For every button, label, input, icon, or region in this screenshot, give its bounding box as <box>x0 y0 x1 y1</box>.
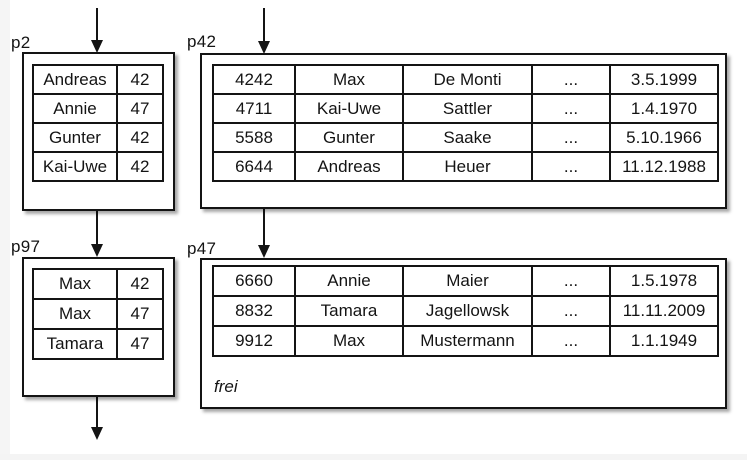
table-row: 6660 Annie Maier ... 1.5.1978 <box>212 265 719 297</box>
arrow-out-of-p97 <box>91 397 103 440</box>
table-cell: ... <box>531 265 611 297</box>
table-cell: Saake <box>402 122 533 153</box>
arrow-line <box>96 8 98 41</box>
page-label-p2: p2 <box>11 33 31 52</box>
table-row: Andreas 42 <box>32 64 164 95</box>
table-cell: 4242 <box>212 64 296 95</box>
page-label-p47: p47 <box>187 239 217 258</box>
table-cell: 47 <box>116 328 164 360</box>
table-row: Gunter 42 <box>32 122 164 153</box>
arrow-head-icon <box>258 245 270 258</box>
table-cell: ... <box>531 151 611 182</box>
arrow-p2-to-p97 <box>91 211 103 257</box>
arrow-line <box>263 8 265 42</box>
page-box-p42: 4242 Max De Monti ... 3.5.1999 4711 Kai-… <box>200 53 727 209</box>
table-cell: 9912 <box>212 325 296 357</box>
table-row: Max 42 <box>32 268 164 300</box>
table-cell: ... <box>531 122 611 153</box>
table-cell: 47 <box>116 93 164 124</box>
table-cell: De Monti <box>402 64 533 95</box>
table-cell: 47 <box>116 298 164 330</box>
table-cell: Kai-Uwe <box>32 151 118 182</box>
page-box-p97: Max 42 Max 47 Tamara 47 <box>22 257 175 397</box>
table-cell: 1.4.1970 <box>609 93 719 124</box>
table-cell: 5588 <box>212 122 296 153</box>
table-cell: Max <box>294 325 404 357</box>
table-cell: 6660 <box>212 265 296 297</box>
table-cell: Annie <box>32 93 118 124</box>
table-cell: Maier <box>402 265 533 297</box>
table-cell: 11.12.1988 <box>609 151 719 182</box>
arrow-line <box>263 209 265 246</box>
table-row: Kai-Uwe 42 <box>32 151 164 182</box>
table-cell: Kai-Uwe <box>294 93 404 124</box>
table-cell: ... <box>531 93 611 124</box>
table-cell: Andreas <box>294 151 404 182</box>
table-cell: Sattler <box>402 93 533 124</box>
table-cell: 5.10.1966 <box>609 122 719 153</box>
page-box-p47: 6660 Annie Maier ... 1.5.1978 8832 Tamar… <box>200 258 727 409</box>
table-row: 4711 Kai-Uwe Sattler ... 1.4.1970 <box>212 93 719 124</box>
table-cell: 8832 <box>212 295 296 327</box>
p97-index-table: Max 42 Max 47 Tamara 47 <box>32 268 164 360</box>
table-cell: Max <box>32 298 118 330</box>
table-cell: ... <box>531 295 611 327</box>
arrow-into-p2 <box>91 8 103 53</box>
arrow-head-icon <box>91 40 103 53</box>
table-cell: 42 <box>116 122 164 153</box>
page-label-p97: p97 <box>11 237 41 256</box>
table-cell: ... <box>531 325 611 357</box>
table-cell: 1.1.1949 <box>609 325 719 357</box>
page-label-p42: p42 <box>187 32 217 51</box>
arrow-into-p42 <box>258 8 270 54</box>
table-cell: Jagellowsk <box>402 295 533 327</box>
table-cell: Max <box>32 268 118 300</box>
arrow-head-icon <box>91 244 103 257</box>
table-cell: 3.5.1999 <box>609 64 719 95</box>
arrow-line <box>96 211 98 245</box>
arrow-head-icon <box>258 41 270 54</box>
slide-margin-bottom <box>0 454 747 460</box>
table-cell: Mustermann <box>402 325 533 357</box>
slide-margin-left <box>0 0 10 460</box>
arrow-line <box>96 397 98 428</box>
table-row: 8832 Tamara Jagellowsk ... 11.11.2009 <box>212 295 719 327</box>
page-box-p2: Andreas 42 Annie 47 Gunter 42 Kai-Uwe 42 <box>22 52 175 211</box>
table-cell: Gunter <box>32 122 118 153</box>
table-row: 4242 Max De Monti ... 3.5.1999 <box>212 64 719 95</box>
table-cell: 6644 <box>212 151 296 182</box>
table-row: 9912 Max Mustermann ... 1.1.1949 <box>212 325 719 357</box>
arrow-head-icon <box>91 427 103 440</box>
table-cell: Max <box>294 64 404 95</box>
p2-index-table: Andreas 42 Annie 47 Gunter 42 Kai-Uwe 42 <box>32 64 164 182</box>
table-cell: Heuer <box>402 151 533 182</box>
table-row: 5588 Gunter Saake ... 5.10.1966 <box>212 122 719 153</box>
table-cell: 42 <box>116 151 164 182</box>
table-row: Tamara 47 <box>32 328 164 360</box>
table-cell: 1.5.1978 <box>609 265 719 297</box>
free-space-label: frei <box>214 377 238 396</box>
table-cell: ... <box>531 64 611 95</box>
table-row: Max 47 <box>32 298 164 330</box>
table-cell: Tamara <box>294 295 404 327</box>
p47-record-table: 6660 Annie Maier ... 1.5.1978 8832 Tamar… <box>212 265 719 357</box>
table-cell: 4711 <box>212 93 296 124</box>
table-cell: 42 <box>116 268 164 300</box>
table-cell: Tamara <box>32 328 118 360</box>
table-cell: Annie <box>294 265 404 297</box>
table-cell: Gunter <box>294 122 404 153</box>
table-cell: 11.11.2009 <box>609 295 719 327</box>
p42-record-table: 4242 Max De Monti ... 3.5.1999 4711 Kai-… <box>212 64 719 182</box>
table-row: 6644 Andreas Heuer ... 11.12.1988 <box>212 151 719 182</box>
arrow-p42-to-p47 <box>258 209 270 258</box>
table-cell: 42 <box>116 64 164 95</box>
table-row: Annie 47 <box>32 93 164 124</box>
table-cell: Andreas <box>32 64 118 95</box>
